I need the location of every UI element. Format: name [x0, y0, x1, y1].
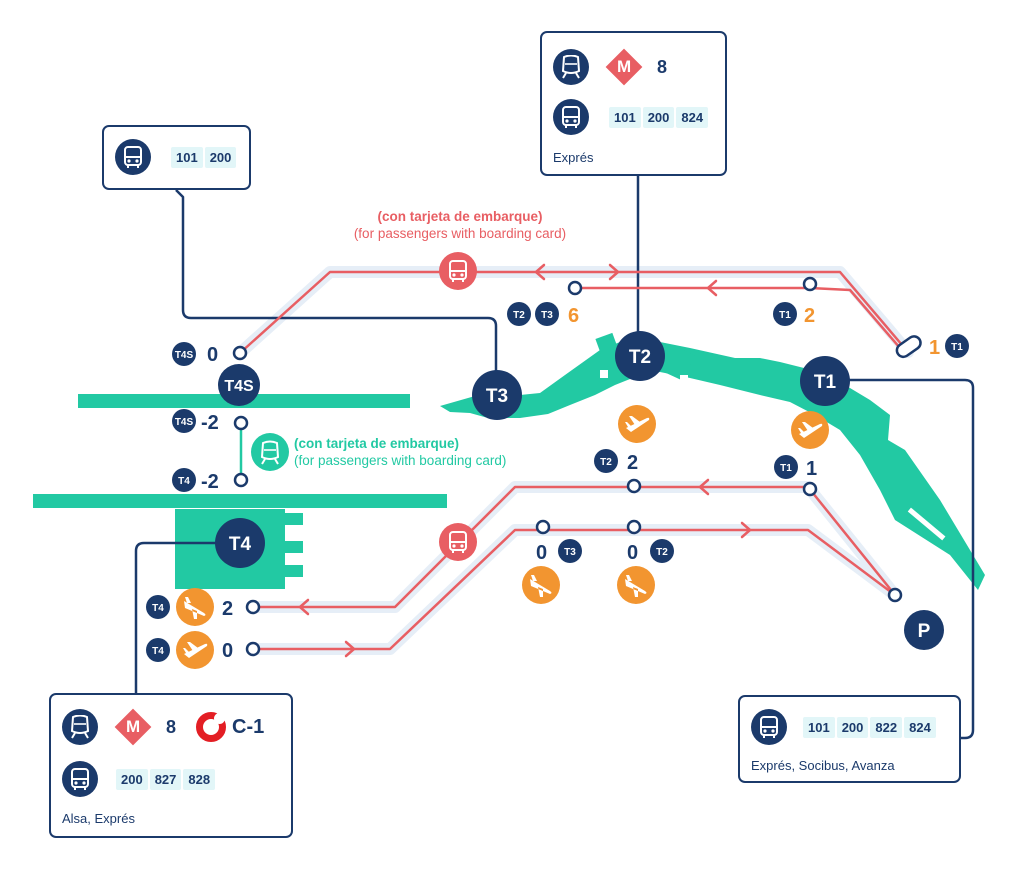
stop-tag: T2 — [650, 539, 674, 563]
stop-tag: T1 — [774, 455, 798, 479]
shuttle-bus-icon — [439, 252, 477, 290]
svg-text:T1: T1 — [779, 310, 791, 321]
bus-route: 200 — [116, 768, 148, 790]
stop-tag: T1 — [945, 334, 969, 358]
svg-text:T1: T1 — [814, 372, 837, 393]
bus-icon — [115, 139, 151, 175]
bus-route: 827 — [149, 768, 182, 790]
plane-departure-icon — [618, 405, 656, 443]
box-footer: Exprés — [553, 150, 594, 165]
level-number: 1 — [929, 337, 940, 359]
terminal-buildings — [33, 332, 985, 590]
plane-arrival-icon — [176, 588, 214, 626]
bus-route: 101 — [609, 106, 641, 128]
train-shuttle-icon — [251, 433, 289, 471]
bus-shuttle-note: (con tarjeta de embarque) (for passenger… — [310, 208, 610, 242]
level-number: -2 — [201, 412, 219, 434]
stop-tag: T2 — [507, 302, 531, 326]
svg-text:T4: T4 — [152, 603, 164, 614]
note-bold: (con tarjeta de embarque) — [377, 209, 543, 224]
bus-icon — [62, 761, 98, 797]
stop-tag: T1 — [773, 302, 797, 326]
svg-text:T4: T4 — [229, 534, 252, 555]
svg-text:T2: T2 — [656, 547, 668, 558]
terminal-t1-marker: T1 — [800, 356, 850, 406]
cercanias-logo-icon — [196, 712, 227, 742]
svg-text:T2: T2 — [600, 457, 612, 468]
terminal-t3-marker: T3 — [472, 370, 522, 420]
svg-text:T4S: T4S — [175, 417, 194, 428]
bus-icon — [553, 99, 589, 135]
stop-tag: T4 — [146, 595, 170, 619]
note-text: (for passengers with boarding card) — [294, 453, 507, 468]
terminal-t4s-marker: T4S — [218, 364, 260, 406]
svg-text:T4S: T4S — [224, 378, 254, 395]
bus-icon — [751, 709, 787, 745]
t4-transport-box: M 8 C-1 200 827 828 Alsa, Exprés — [49, 693, 293, 838]
metro-line-number: 8 — [166, 716, 177, 737]
parking-marker: P — [904, 610, 944, 650]
t1-transport-box: 101 200 822 824 Exprés, Socibus, Avanza — [738, 695, 961, 783]
svg-text:T1: T1 — [951, 342, 963, 353]
metro-logo-icon: M — [114, 708, 152, 746]
bus-route: 822 — [870, 716, 903, 738]
shuttle-bus-icon — [439, 523, 477, 561]
bus-route: 824 — [904, 716, 936, 738]
level-number: 0 — [536, 542, 547, 564]
stop-tag: T4S — [172, 409, 196, 433]
train-shuttle-note: (con tarjeta de embarque) (for passenger… — [294, 435, 564, 469]
svg-text:T3: T3 — [564, 547, 576, 558]
svg-text:T1: T1 — [780, 463, 792, 474]
note-bold: (con tarjeta de embarque) — [294, 436, 460, 451]
plane-arrival-icon — [617, 566, 655, 604]
level-number: 0 — [627, 542, 638, 564]
bus-route: 828 — [183, 768, 216, 790]
cercanias-line: C-1 — [232, 715, 265, 738]
bus-route: 200 — [204, 146, 237, 168]
level-number: 2 — [627, 452, 638, 474]
stop-tag: T4 — [172, 468, 196, 492]
stop-tag: T3 — [558, 539, 582, 563]
svg-text:T4: T4 — [152, 646, 164, 657]
metro-train-icon — [553, 49, 589, 85]
svg-text:T4: T4 — [178, 476, 190, 487]
stop-tag: T3 — [535, 302, 559, 326]
level-number: 0 — [222, 640, 233, 662]
bus-route: 101 — [803, 716, 835, 738]
level-number: 6 — [568, 305, 579, 327]
box-footer: Alsa, Exprés — [62, 811, 135, 826]
metro-logo-icon: M — [605, 48, 643, 86]
t3-transport-box: 101 200 — [102, 125, 251, 190]
metro-train-icon — [62, 709, 98, 745]
level-number: 2 — [804, 305, 815, 327]
level-number: 2 — [222, 598, 233, 620]
svg-text:T2: T2 — [629, 347, 651, 368]
plane-arrival-icon — [522, 566, 560, 604]
svg-text:T3: T3 — [486, 386, 508, 407]
shuttle-lines — [238, 270, 910, 651]
level-number: -2 — [201, 471, 219, 493]
bus-route: 101 — [171, 146, 203, 168]
svg-text:T2: T2 — [513, 310, 525, 321]
bus-route: 200 — [836, 716, 869, 738]
level-number: 1 — [806, 458, 817, 480]
svg-text:T4S: T4S — [175, 350, 194, 361]
box-footer: Exprés, Socibus, Avanza — [751, 758, 895, 773]
bus-route: 200 — [642, 106, 675, 128]
note-text: (for passengers with boarding card) — [353, 226, 567, 241]
terminal-t2-marker: T2 — [615, 331, 665, 381]
bus-route: 824 — [676, 106, 709, 128]
t2-transport-box: M 8 101 200 824 Exprés — [540, 31, 727, 176]
plane-departure-icon — [791, 411, 829, 449]
terminal-t4-marker: T4 — [215, 518, 265, 568]
svg-text:T3: T3 — [541, 310, 553, 321]
metro-line-number: 8 — [657, 56, 668, 77]
stop-tag: T2 — [594, 449, 618, 473]
stop-tag: T4S — [172, 342, 196, 366]
plane-departure-icon — [176, 631, 214, 669]
svg-text:P: P — [918, 621, 931, 642]
level-number: 0 — [207, 344, 218, 366]
stop-tag: T4 — [146, 638, 170, 662]
